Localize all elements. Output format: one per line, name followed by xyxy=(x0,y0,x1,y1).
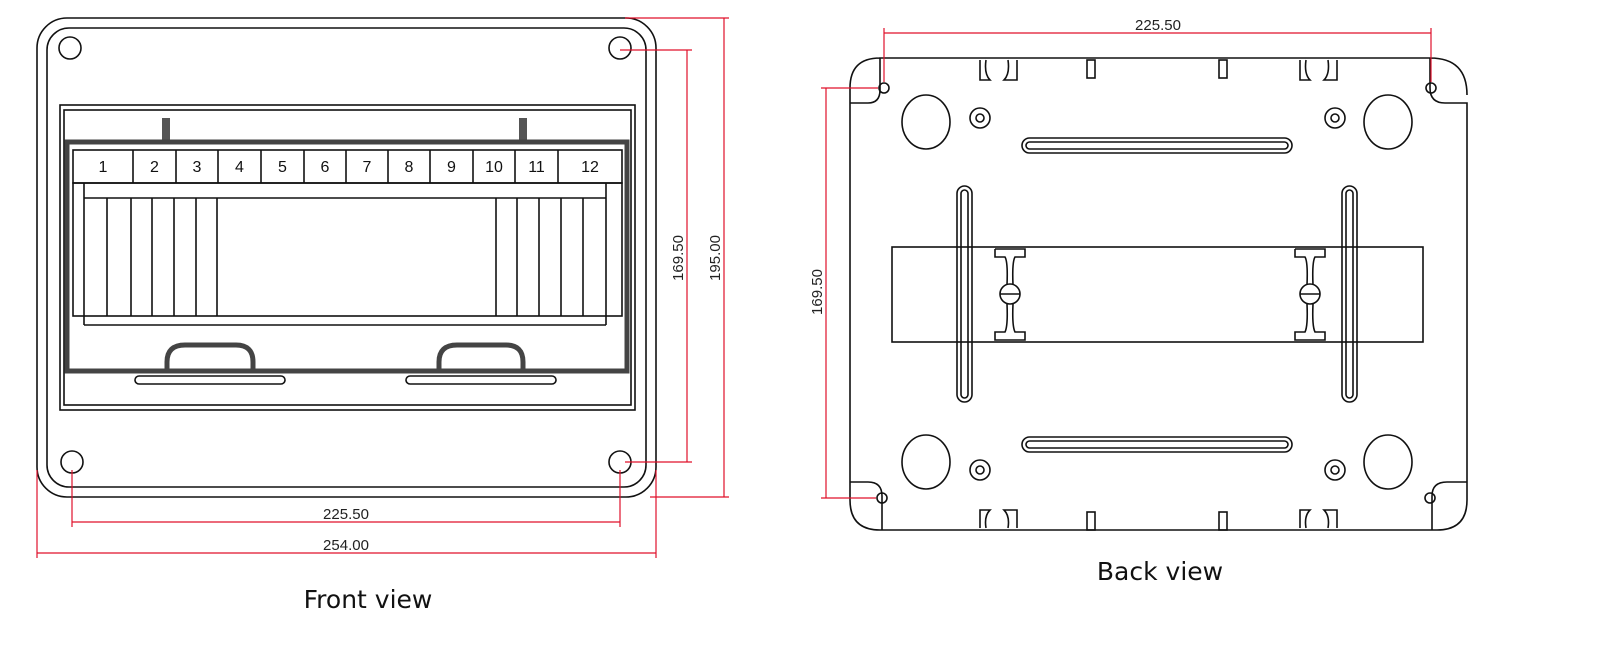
front-view-caption: Front view xyxy=(304,585,433,614)
back-view-caption: Back view xyxy=(1097,557,1223,586)
screw-bosses xyxy=(969,107,1346,481)
top-tabs xyxy=(979,59,1338,531)
back-view: 225.50 169.50 Back view xyxy=(809,17,1468,586)
module-number: 2 xyxy=(150,159,159,176)
mounting-hole xyxy=(58,36,82,60)
module-number: 10 xyxy=(485,159,503,176)
front-dimensions: 225.50 254.00 169.50 195.00 xyxy=(36,17,729,558)
dim-hole-height: 169.50 xyxy=(670,235,687,281)
front-inner-outline xyxy=(46,27,647,488)
front-outer-outline xyxy=(36,17,657,498)
module-number: 3 xyxy=(193,159,202,176)
module-number: 6 xyxy=(321,159,330,176)
dim-overall-width: 254.00 xyxy=(323,537,369,554)
module-number: 4 xyxy=(235,159,244,176)
mounting-hole xyxy=(878,82,890,94)
hinge-tab xyxy=(162,118,170,142)
mounting-hole xyxy=(60,450,84,474)
din-rail xyxy=(891,246,1424,343)
breaker-area xyxy=(72,182,623,317)
hinge-tab xyxy=(519,118,527,142)
knockout xyxy=(1363,434,1413,490)
din-clips xyxy=(994,248,1326,341)
module-number: 11 xyxy=(528,159,545,176)
breaker-slots xyxy=(106,198,584,316)
knockout xyxy=(901,94,951,150)
dim-overall-height: 195.00 xyxy=(707,235,724,281)
door-handle xyxy=(436,342,526,371)
slots xyxy=(956,137,1358,453)
back-outline xyxy=(849,57,1468,531)
din-clip xyxy=(994,248,1026,341)
back-dimensions: 225.50 169.50 xyxy=(809,17,1432,499)
knockout xyxy=(1363,94,1413,150)
mounting-hole xyxy=(1424,492,1436,504)
dim-hole-height: 169.50 xyxy=(809,269,826,315)
window-frame xyxy=(64,139,630,374)
knockout xyxy=(901,434,951,490)
mounting-hole xyxy=(1425,82,1437,94)
mounting-hole xyxy=(608,36,632,60)
door-outline xyxy=(59,104,636,411)
dim-hole-width: 225.50 xyxy=(323,506,369,523)
module-number: 5 xyxy=(278,159,287,176)
module-number: 9 xyxy=(447,159,456,176)
module-number: 1 xyxy=(99,159,108,176)
din-clip xyxy=(1294,248,1326,341)
dim-hole-width: 225.50 xyxy=(1135,17,1181,34)
door-handle xyxy=(164,342,256,371)
module-number: 12 xyxy=(581,159,599,176)
module-number: 7 xyxy=(363,159,372,176)
door-inner xyxy=(63,109,632,406)
bottom-slot xyxy=(134,375,286,385)
bottom-slot xyxy=(405,375,557,385)
mounting-hole xyxy=(876,492,888,504)
module-number: 8 xyxy=(405,159,414,176)
